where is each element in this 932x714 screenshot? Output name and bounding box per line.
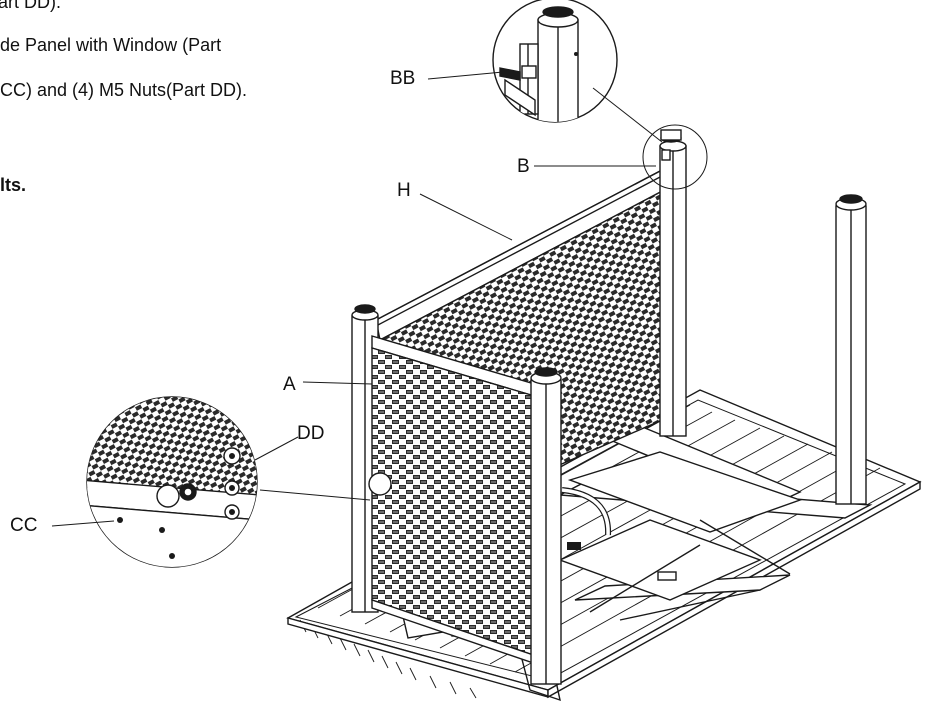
leg-front-center bbox=[530, 367, 562, 685]
leg-right bbox=[835, 194, 867, 505]
label-bb: BB bbox=[390, 68, 416, 89]
label-b: B bbox=[517, 156, 530, 177]
instruction-line-1: art DD). bbox=[0, 0, 61, 12]
label-h: H bbox=[397, 180, 411, 201]
side-panel-a bbox=[368, 335, 549, 669]
leader-lines bbox=[51, 71, 708, 527]
detail-circle-dd bbox=[86, 396, 258, 568]
instruction-line-2: de Panel with Window (Part bbox=[0, 35, 222, 55]
label-dd: DD bbox=[297, 423, 325, 444]
label-cc: CC bbox=[10, 515, 38, 536]
detail-circle-bb bbox=[492, 0, 618, 123]
label-a: A bbox=[283, 374, 296, 395]
instruction-line-3: CC) and (4) M5 Nuts(Part DD). bbox=[0, 80, 248, 100]
leg-b bbox=[659, 129, 687, 437]
instruction-line-4: lts. bbox=[0, 175, 27, 195]
